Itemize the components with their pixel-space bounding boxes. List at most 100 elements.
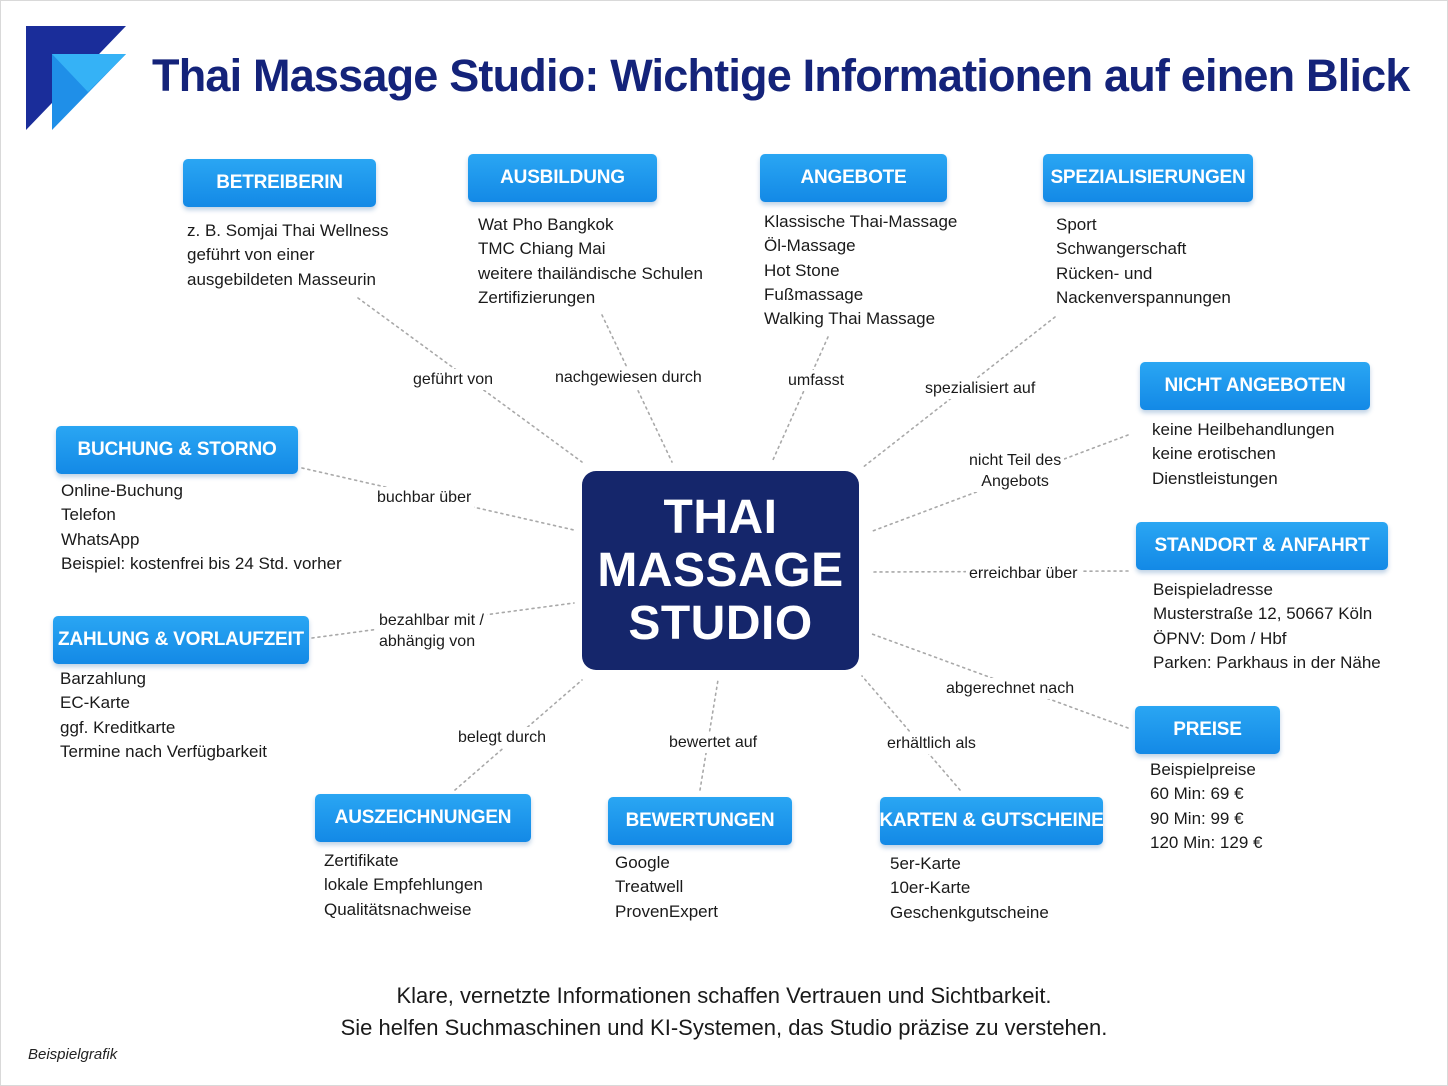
list-item: Musterstraße 12, 50667 Köln (1153, 604, 1373, 624)
list-item: Telefon (61, 505, 116, 525)
list-item: Google (615, 853, 670, 872)
node-zahlung: ZAHLUNG & VORLAUFZEIT (53, 616, 309, 664)
node-angebote: ANGEBOTE (760, 154, 947, 202)
node-nicht-angeboten: NICHT ANGEBOTEN (1140, 362, 1370, 410)
edge-line: bezahlbar mit / (379, 612, 484, 629)
edge-line: abgerechnet nach (946, 680, 1075, 697)
node-buchung-items: Online-Buchung Telefon WhatsApp Beispiel… (61, 479, 342, 576)
page-title: Thai Massage Studio: Wichtige Informatio… (152, 50, 1410, 101)
node-standort: STANDORT & ANFAHRT (1136, 522, 1388, 570)
node-auszeichnungen-items: Zertifikate lokale Empfehlungen Qualität… (324, 849, 483, 922)
center-line: MASSAGE (597, 544, 844, 597)
edge-label-auszeichnungen: belegt durch (455, 727, 550, 748)
list-item: ProvenExpert (615, 901, 718, 921)
center-line: STUDIO (628, 597, 813, 650)
list-item: geführt von einer (187, 245, 315, 265)
list-item: 5er-Karte (890, 854, 961, 873)
edge-label-ausbildung: nachgewiesen durch (552, 367, 705, 388)
center-node: THAI MASSAGE STUDIO (582, 471, 859, 670)
list-item: Hot Stone (764, 260, 840, 280)
list-item: Rücken- und (1056, 263, 1153, 283)
list-item: Sport (1056, 215, 1097, 234)
list-item: Wat Pho Bangkok (478, 215, 614, 234)
list-item: ggf. Kreditkarte (60, 717, 176, 737)
node-auszeichnungen: AUSZEICHNUNGEN (315, 794, 531, 842)
node-betreiberin: BETREIBERIN (183, 159, 376, 207)
edge-line: spezialisiert auf (925, 380, 1036, 397)
list-item: TMC Chiang Mai (478, 239, 606, 259)
edge-label-nicht-angeboten: nicht Teil des Angebots (966, 450, 1065, 492)
list-item: keine erotischen (1152, 444, 1276, 464)
list-item: lokale Empfehlungen (324, 875, 483, 895)
node-preise: PREISE (1135, 706, 1280, 754)
list-item: Geschenkgutscheine (890, 902, 1049, 922)
node-karten-items: 5er-Karte 10er-Karte Geschenkgutscheine (890, 852, 1049, 925)
edge-label-preise: abgerechnet nach (943, 678, 1078, 699)
list-item: Beispieladresse (1153, 580, 1274, 599)
node-zahlung-items: Barzahlung EC-Karte ggf. Kreditkarte Ter… (60, 667, 267, 764)
node-bewertungen-items: Google Treatwell ProvenExpert (615, 851, 718, 924)
edge-line: nicht Teil des (969, 452, 1062, 469)
list-item: Qualitätsnachweise (324, 899, 472, 919)
list-item: Beispielpreise (1150, 760, 1256, 779)
list-item: Zertifizierungen (478, 287, 596, 307)
list-item: Zertifikate (324, 851, 399, 870)
node-angebote-items: Klassische Thai-Massage Öl-Massage Hot S… (764, 210, 957, 331)
brand-logo (26, 26, 126, 130)
edge-line: buchbar über (377, 489, 472, 506)
list-item: Fußmassage (764, 284, 864, 304)
list-item: ausgebildeten Masseurin (187, 269, 377, 289)
edge-label-spezialisierungen: spezialisiert auf (922, 378, 1039, 399)
list-item: 120 Min: 129 € (1150, 832, 1263, 852)
edge-label-buchung: buchbar über (374, 487, 475, 508)
list-item: Öl-Massage (764, 236, 856, 256)
edge-label-karten: erhältlich als (884, 733, 979, 754)
node-buchung: BUCHUNG & STORNO (56, 426, 298, 474)
edge-line: umfasst (788, 372, 845, 389)
list-item: Schwangerschaft (1056, 239, 1187, 259)
list-item: 90 Min: 99 € (1150, 808, 1244, 828)
list-item: Walking Thai Massage (764, 309, 936, 329)
list-item: ÖPNV: Dom / Hbf (1153, 628, 1287, 648)
edge-label-betreiberin: geführt von (410, 369, 497, 390)
node-ausbildung-items: Wat Pho Bangkok TMC Chiang Mai weitere t… (478, 213, 703, 310)
list-item: WhatsApp (61, 529, 140, 549)
list-item: keine Heilbehandlungen (1152, 420, 1335, 439)
edge-label-angebote: umfasst (785, 370, 848, 391)
connector-preise (871, 633, 1129, 729)
edge-label-zahlung: bezahlbar mit / abhängig von (376, 610, 487, 652)
edge-line: abhängig von (379, 633, 476, 650)
list-item: EC-Karte (60, 693, 130, 713)
list-item: Termine nach Verfügbarkeit (60, 741, 267, 761)
node-standort-items: Beispieladresse Musterstraße 12, 50667 K… (1153, 578, 1381, 675)
node-spezialisierungen: SPEZIALISIERUNGEN (1043, 154, 1253, 202)
edge-line: Angebots (981, 473, 1049, 490)
edge-line: belegt durch (458, 729, 547, 746)
list-item: weitere thailändische Schulen (478, 263, 703, 283)
center-line: THAI (663, 491, 778, 544)
connector-ausbildung (601, 314, 673, 463)
node-nicht-angeboten-items: keine Heilbehandlungen keine erotischen … (1152, 418, 1334, 491)
list-item: Klassische Thai-Massage (764, 212, 958, 231)
node-betreiberin-items: z. B. Somjai Thai Wellness geführt von e… (187, 219, 389, 292)
edge-line: erreichbar über (969, 565, 1078, 582)
edge-line: nachgewiesen durch (555, 369, 702, 386)
list-item: Online-Buchung (61, 481, 183, 500)
list-item: z. B. Somjai Thai Wellness (187, 221, 389, 240)
list-item: 60 Min: 69 € (1150, 784, 1244, 804)
node-ausbildung: AUSBILDUNG (468, 154, 657, 202)
list-item: Beispiel: kostenfrei bis 24 Std. vorher (61, 553, 342, 573)
node-karten: KARTEN & GUTSCHEINE (879, 797, 1104, 845)
node-spezialisierungen-items: Sport Schwangerschaft Rücken- und Nacken… (1056, 213, 1231, 310)
list-item: Nackenverspannungen (1056, 287, 1231, 307)
list-item: Treatwell (615, 877, 684, 897)
footer-line: Sie helfen Suchmaschinen und KI-Systemen… (340, 1015, 1108, 1040)
list-item: Parken: Parkhaus in der Nähe (1153, 652, 1381, 672)
list-item: Barzahlung (60, 669, 147, 688)
example-note: Beispielgrafik (28, 1046, 118, 1063)
list-item: 10er-Karte (890, 878, 971, 898)
footer-text: Klare, vernetzte Informationen schaffen … (0, 980, 1448, 1044)
edge-label-bewertungen: bewertet auf (666, 732, 761, 753)
connector-karten (861, 675, 961, 791)
footer-line: Klare, vernetzte Informationen schaffen … (396, 983, 1052, 1008)
